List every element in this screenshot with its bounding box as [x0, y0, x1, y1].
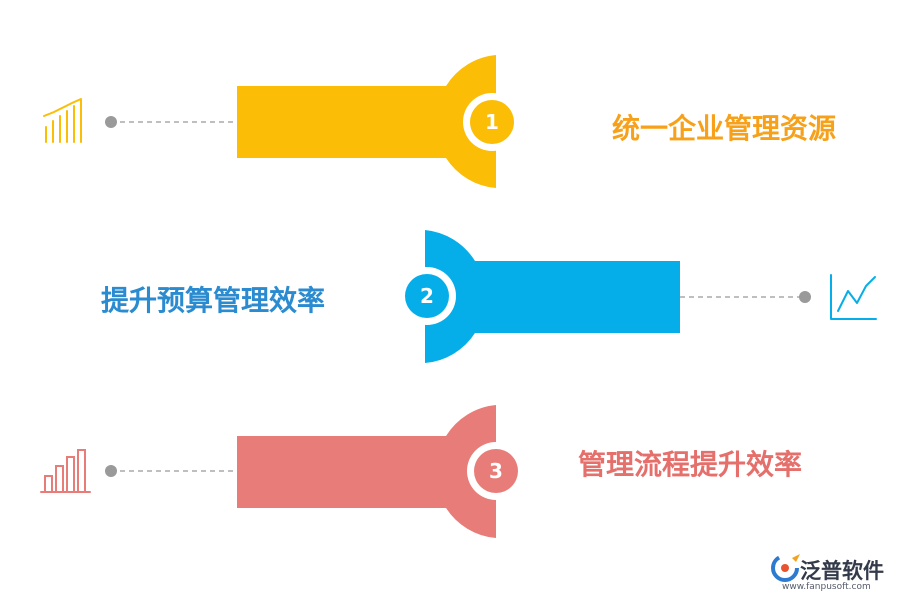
- number-disc-3: [474, 449, 518, 493]
- watermark-brand: 泛普软件: [800, 559, 884, 583]
- step-1: [43, 55, 521, 188]
- step-label-2: 提升预算管理效率: [101, 284, 326, 317]
- connector-dot-3: [105, 465, 117, 477]
- signal-bars-icon: [43, 98, 82, 143]
- line-chart-icon: [830, 274, 877, 320]
- connector-dot-1: [105, 116, 117, 128]
- step-number-2: 2: [420, 284, 434, 308]
- step-number-3: 3: [489, 459, 503, 483]
- band-3: [237, 405, 496, 538]
- connector-dot-2: [799, 291, 811, 303]
- number-disc-2: [405, 274, 449, 318]
- step-2: [398, 230, 877, 363]
- step-label-3: 管理流程提升效率: [578, 448, 803, 481]
- watermark-url: www.fanpusoft.com: [782, 582, 871, 592]
- fanpu-logo-icon: [771, 554, 800, 582]
- band-2: [425, 230, 680, 363]
- step-label-1: 统一企业管理资源: [612, 112, 837, 145]
- step-number-1: 1: [485, 110, 499, 134]
- step-3: [40, 405, 525, 538]
- band-1: [237, 55, 496, 188]
- bar-chart-icon: [40, 449, 91, 493]
- number-disc-1: [470, 100, 514, 144]
